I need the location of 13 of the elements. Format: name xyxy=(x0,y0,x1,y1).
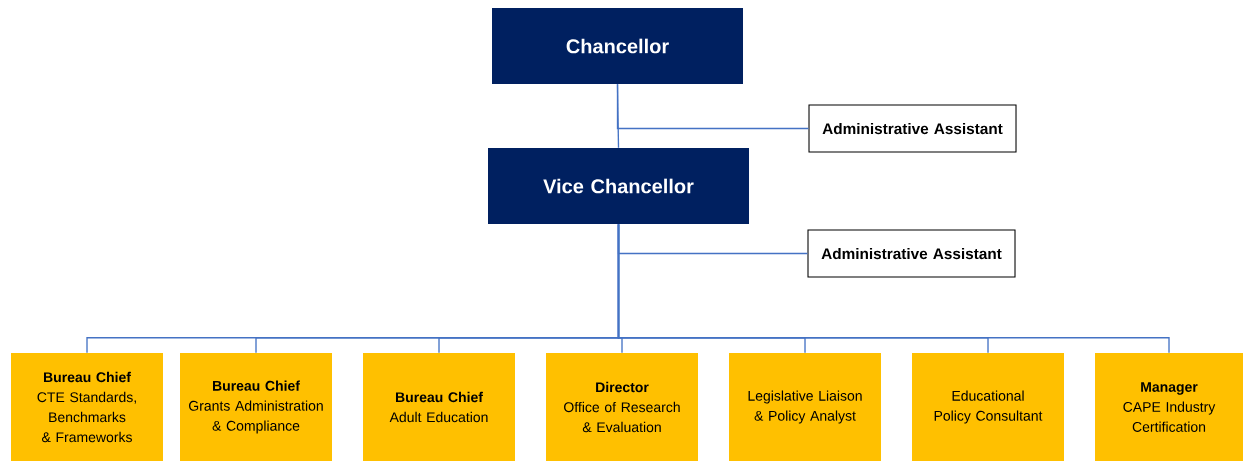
connector-line xyxy=(616,83,620,149)
unit-box: Bureau Chief Grants Administration & Compliance xyxy=(180,353,332,461)
title-box: Vice Chancellor xyxy=(488,148,749,224)
unit-box: Bureau Chief Adult Education xyxy=(363,353,515,461)
assistant-box: Administrative Assistant xyxy=(807,229,1016,278)
title-box: Chancellor xyxy=(492,8,743,84)
unit-box: Legislative Liaison & Policy Analyst xyxy=(729,353,881,461)
unit-box: Director Office of Research & Evaluation xyxy=(546,353,698,461)
unit-box: Manager CAPE Industry Certification xyxy=(1095,353,1243,461)
connector-line xyxy=(617,223,1170,354)
unit-box: Bureau Chief CTE Standards, Benchmarks & Frameworks xyxy=(11,353,163,461)
unit-box: Educational Policy Consultant xyxy=(912,353,1064,461)
assistant-box: Administrative Assistant xyxy=(808,104,1017,153)
